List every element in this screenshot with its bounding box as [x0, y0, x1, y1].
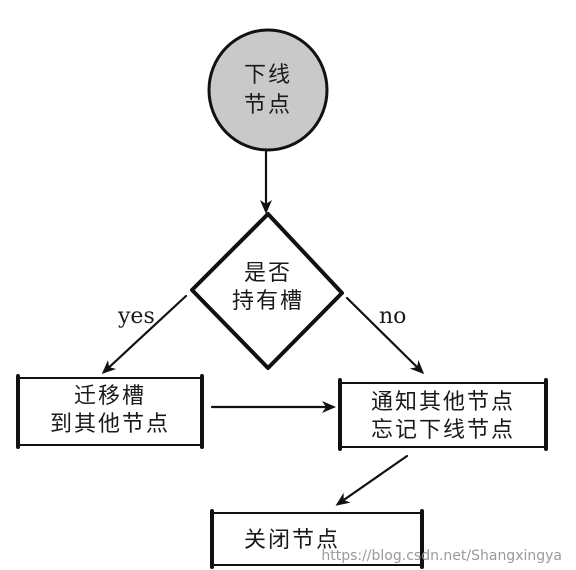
start-node-label-line2: 节点: [244, 93, 292, 118]
shutdown-label: 关闭节点: [244, 528, 340, 553]
notify-node: 通知其他节点 忘记下线节点: [338, 378, 548, 451]
decision-diamond: [190, 212, 344, 370]
no-label: no: [379, 304, 406, 329]
notify-label-line2: 忘记下线节点: [371, 418, 515, 443]
watermark: https://blog.csdn.net/Shangxingya: [321, 548, 562, 564]
start-node-circle: [207, 28, 329, 152]
arrow-yes-to-migrate: [101, 294, 188, 375]
migrate-label-line1: 迁移槽: [74, 384, 146, 409]
migrate-label-line2: 到其他节点: [50, 412, 170, 437]
yes-label: yes: [117, 304, 155, 329]
notify-box: [339, 382, 547, 448]
migrate-node: 迁移槽 到其他节点: [16, 374, 204, 449]
shutdown-node: 关闭节点: [210, 509, 424, 569]
start-node-label-line1: 下线: [244, 63, 292, 88]
decision-label-line2: 持有槽: [232, 289, 304, 314]
decision-label-line1: 是否: [244, 261, 292, 286]
start-node: 下线 节点: [207, 28, 329, 152]
notify-label-line1: 通知其他节点: [371, 390, 515, 415]
decision-node: 是否 持有槽: [190, 212, 344, 370]
arrow-notify-to-shutdown: [335, 454, 409, 506]
migrate-box: [17, 377, 203, 446]
arrow-no-to-notify: [345, 296, 425, 375]
